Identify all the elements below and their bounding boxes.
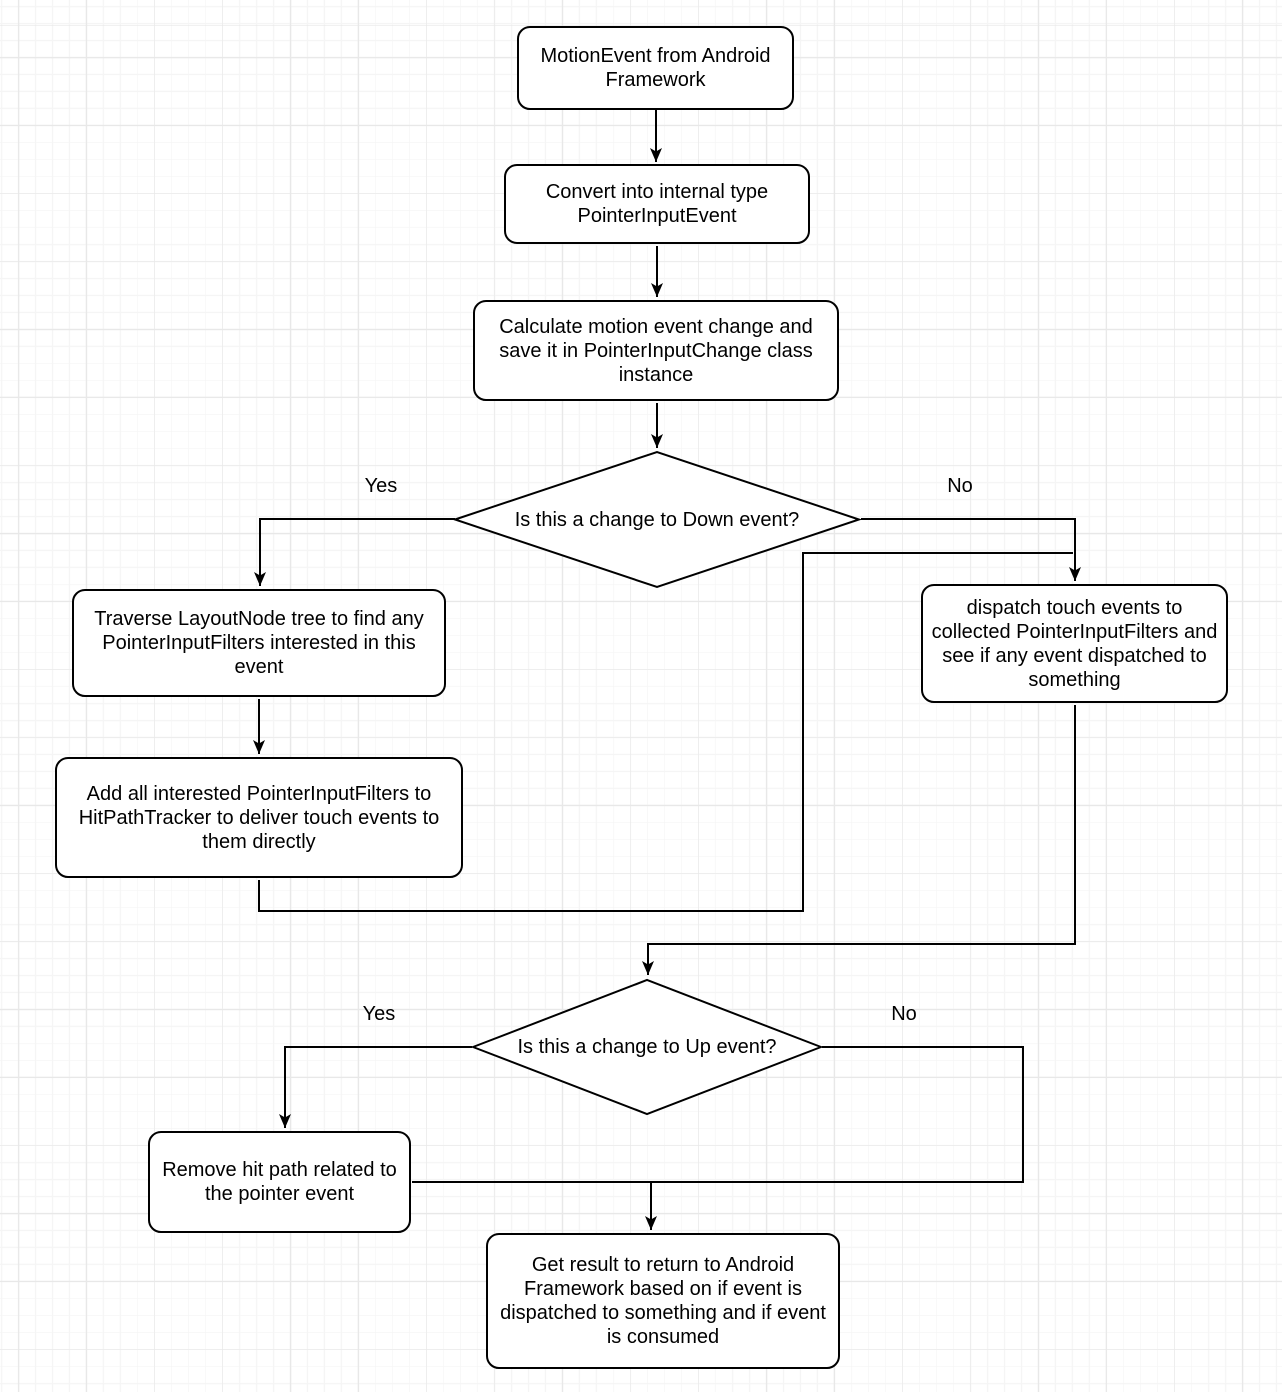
edge-down-no-to-dispatch: [861, 518, 1081, 581]
node-traverse-layoutnode-tree: Traverse LayoutNode tree to find any Poi…: [72, 589, 446, 697]
node-motionevent-from-framework: MotionEvent from Android Framework: [517, 26, 794, 110]
node-label: dispatch touch events to collected Point…: [931, 596, 1218, 691]
diamond-shape: [471, 978, 823, 1116]
edge-up-yes-to-remove: [279, 1046, 472, 1128]
node-label: Get result to return to Android Framewor…: [500, 1254, 826, 1348]
node-add-filters-hitpathtracker: Add all interested PointerInputFilters t…: [55, 757, 463, 878]
branch-label-down-no: No: [947, 475, 973, 497]
node-label: MotionEvent from Android Framework: [540, 45, 771, 91]
decision-label: Is this a change to Down event?: [514, 508, 800, 531]
node-label: Convert into internal type PointerInputE…: [545, 181, 769, 227]
node-calculate-pointerinputchange: Calculate motion event change and save i…: [473, 300, 839, 401]
branch-label-down-yes: Yes: [364, 475, 398, 497]
node-label: Traverse LayoutNode tree to find any Poi…: [94, 608, 424, 678]
decision-up-event: Is this a change to Up event?: [471, 978, 823, 1116]
branch-label-up-no: No: [891, 1003, 917, 1025]
node-remove-hit-path: Remove hit path related to the pointer e…: [148, 1131, 411, 1233]
node-convert-pointerinputevent: Convert into internal type PointerInputE…: [504, 164, 810, 244]
node-dispatch-touch-events: dispatch touch events to collected Point…: [921, 584, 1228, 703]
branch-label-up-yes: Yes: [362, 1003, 396, 1025]
decision-label: Is this a change to Up event?: [517, 1036, 777, 1058]
diamond-shape: [453, 450, 861, 589]
node-label: Remove hit path related to the pointer e…: [162, 1159, 397, 1205]
edge-dispatch-to-up-decision: [642, 705, 1076, 975]
decision-down-event: Is this a change to Down event?: [453, 450, 861, 589]
node-label: Calculate motion event change and save i…: [499, 315, 813, 386]
edge-down-yes-to-traverse: [254, 518, 455, 586]
node-label: Add all interested PointerInputFilters t…: [78, 782, 440, 853]
node-get-result: Get result to return to Android Framewor…: [486, 1233, 840, 1369]
